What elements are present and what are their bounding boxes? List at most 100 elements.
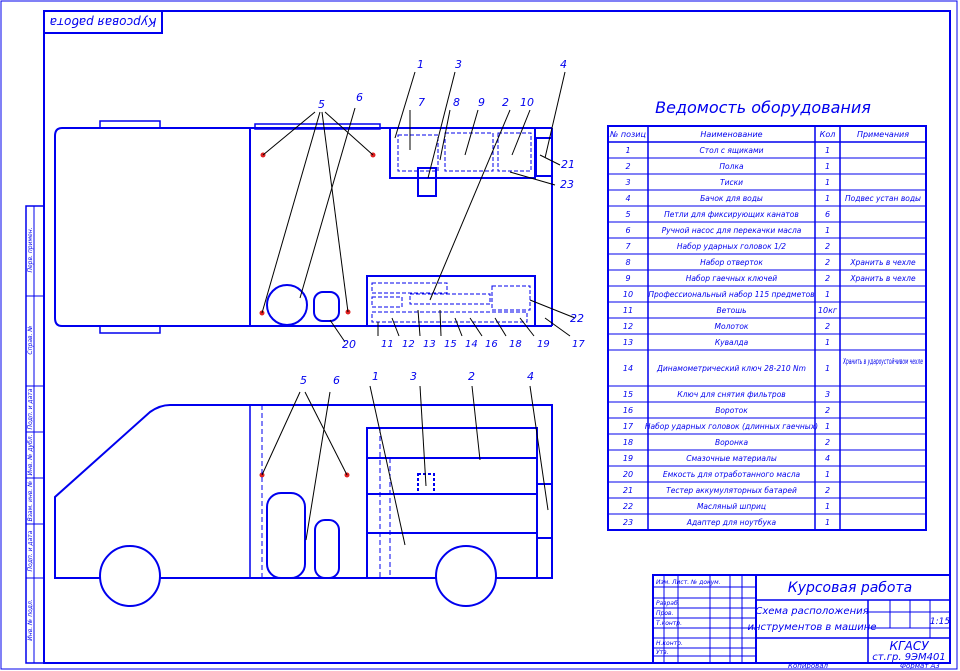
table-cell-name: Емкость для отработанного масла bbox=[663, 470, 801, 479]
role-line-1: Разраб. bbox=[656, 600, 680, 607]
callout-15: 15 bbox=[444, 339, 457, 350]
table-cell-n: 19 bbox=[623, 454, 633, 463]
callout-23: 23 bbox=[560, 178, 574, 191]
table-cell-name: Воронка bbox=[715, 438, 749, 447]
drawing-title-line1: Схема расположения bbox=[755, 606, 868, 617]
table-cell-name: Динамометрический ключ 28-210 Nm bbox=[656, 364, 806, 373]
table-cell-qty: 2 bbox=[825, 242, 830, 251]
side-label-6: Подп. и дата bbox=[27, 530, 34, 571]
table-cell-name: Петли для фиксирующих канатов bbox=[664, 210, 799, 219]
callout-6: 6 bbox=[356, 91, 363, 104]
table-cell-name: Ручной насос для перекачки масла bbox=[662, 226, 802, 235]
table-cell-n: 2 bbox=[625, 162, 630, 171]
callout-20: 20 bbox=[342, 338, 356, 351]
table-cell-n: 12 bbox=[623, 322, 633, 331]
table-cell-n: 20 bbox=[623, 470, 633, 479]
table-cell-qty: 2 bbox=[825, 274, 830, 283]
format-label: Формат А3 bbox=[900, 662, 940, 670]
group-name: ст.гр. 9ЭМ401 bbox=[872, 652, 946, 663]
table-cell-name: Бачок для воды bbox=[700, 194, 763, 203]
table-cell-n: 7 bbox=[625, 242, 631, 251]
table-cell-name: Тиски bbox=[720, 178, 743, 187]
table-cell-qty: 1 bbox=[825, 146, 830, 155]
table-cell-name: Молоток bbox=[715, 322, 749, 331]
table-cell-qty: 3 bbox=[825, 390, 830, 399]
side-label-2: Справ. № bbox=[27, 325, 34, 354]
table-cell-n: 11 bbox=[623, 306, 633, 315]
table-cell-qty: 2 bbox=[825, 322, 830, 331]
table-cell-qty: 1 bbox=[825, 162, 830, 171]
table-cell-name: Масляный шприц bbox=[697, 502, 766, 511]
side-label-4: Инв. № дубл. bbox=[27, 434, 34, 475]
table-cell-n: 9 bbox=[625, 274, 630, 283]
copied-label: Копировал bbox=[788, 662, 829, 670]
side-leaders bbox=[261, 385, 549, 546]
table-cell-name: Ветошь bbox=[717, 306, 747, 315]
side-label-1: Перв. примен. bbox=[27, 227, 34, 272]
table-cell-n: 14 bbox=[623, 364, 633, 373]
table-header-cell: Примечания bbox=[857, 130, 909, 139]
callout-12: 12 bbox=[402, 339, 415, 350]
callout-11: 11 bbox=[381, 339, 394, 350]
table-cell-qty: 2 bbox=[825, 486, 830, 495]
callout-21: 21 bbox=[561, 158, 575, 171]
table-cell-name: Стол с ящиками bbox=[700, 146, 764, 155]
table-cell-qty: 10кг bbox=[818, 306, 838, 315]
table-header-cell: Кол bbox=[820, 130, 836, 139]
side-label-5: Взам. инв. № bbox=[27, 481, 34, 522]
table-cell-note: Подвес устан воды bbox=[845, 194, 921, 203]
table-cell-qty: 1 bbox=[825, 502, 830, 511]
table-cell-qty: 1 bbox=[825, 194, 830, 203]
callout-8: 8 bbox=[453, 96, 460, 109]
table-cell-n: 13 bbox=[623, 338, 633, 347]
table-cell-name: Набор ударных головок (длинных гаечных) bbox=[645, 422, 818, 431]
table-cell-name: Ключ для снятия фильтров bbox=[677, 390, 785, 399]
role-line-4: Н.контр. bbox=[656, 640, 683, 647]
plan-view bbox=[54, 120, 553, 334]
table-cell-n: 10 bbox=[623, 290, 633, 299]
callout-2: 2 bbox=[502, 96, 509, 109]
table-cell-n: 21 bbox=[623, 486, 633, 495]
callout-16: 16 bbox=[485, 339, 498, 350]
table-cell-qty: 1 bbox=[825, 470, 830, 479]
role-line-2: Пров. bbox=[656, 610, 674, 617]
table-cell-qty: 1 bbox=[825, 178, 830, 187]
side-callout-3: 3 bbox=[410, 370, 417, 383]
table-cell-n: 8 bbox=[625, 258, 630, 267]
table-cell-n: 18 bbox=[623, 438, 633, 447]
plan-callout-ticks bbox=[377, 309, 571, 337]
table-cell-n: 23 bbox=[623, 518, 633, 527]
table-cell-qty: 1 bbox=[825, 518, 830, 527]
table-cell-qty: 1 bbox=[825, 338, 830, 347]
table-cell-name: Кувалда bbox=[715, 338, 749, 347]
scale-value: 1:15 bbox=[930, 617, 950, 627]
side-strip: Перв. примен. Справ. № Подп. и дата Инв.… bbox=[25, 205, 45, 664]
table-cell-n: 17 bbox=[623, 422, 634, 431]
table-cell-n: 3 bbox=[625, 178, 630, 187]
table-cell-note: Хранить в чехле bbox=[849, 274, 916, 283]
table-cell-n: 5 bbox=[625, 210, 630, 219]
callout-13: 13 bbox=[423, 339, 436, 350]
top-stamp: Курсовая работа bbox=[43, 10, 163, 34]
table-cell-n: 6 bbox=[625, 226, 630, 235]
callout-10: 10 bbox=[520, 96, 534, 109]
callout-3: 3 bbox=[455, 58, 462, 71]
table-cell-n: 1 bbox=[625, 146, 630, 155]
table-cell-name: Профессиональный набор 115 предметов bbox=[648, 290, 814, 299]
side-callouts: 5 6 1 3 2 4 bbox=[300, 370, 534, 387]
callout-17: 17 bbox=[572, 339, 585, 350]
callout-1: 1 bbox=[417, 58, 424, 71]
table-cell-name: Смазочные материалы bbox=[686, 454, 777, 463]
callout-19: 19 bbox=[537, 339, 550, 350]
table-cell-name: Набор отверток bbox=[700, 258, 763, 267]
table-cell-qty: 4 bbox=[825, 454, 830, 463]
table-cell-name: Полка bbox=[719, 162, 744, 171]
side-label-3: Подп. и дата bbox=[27, 388, 34, 429]
title-block-work: Курсовая работа bbox=[788, 580, 912, 596]
table-cell-n: 16 bbox=[623, 406, 633, 415]
table-cell-n: 4 bbox=[625, 194, 630, 203]
table-cell-name: Адаптер для ноутбука bbox=[686, 518, 777, 527]
